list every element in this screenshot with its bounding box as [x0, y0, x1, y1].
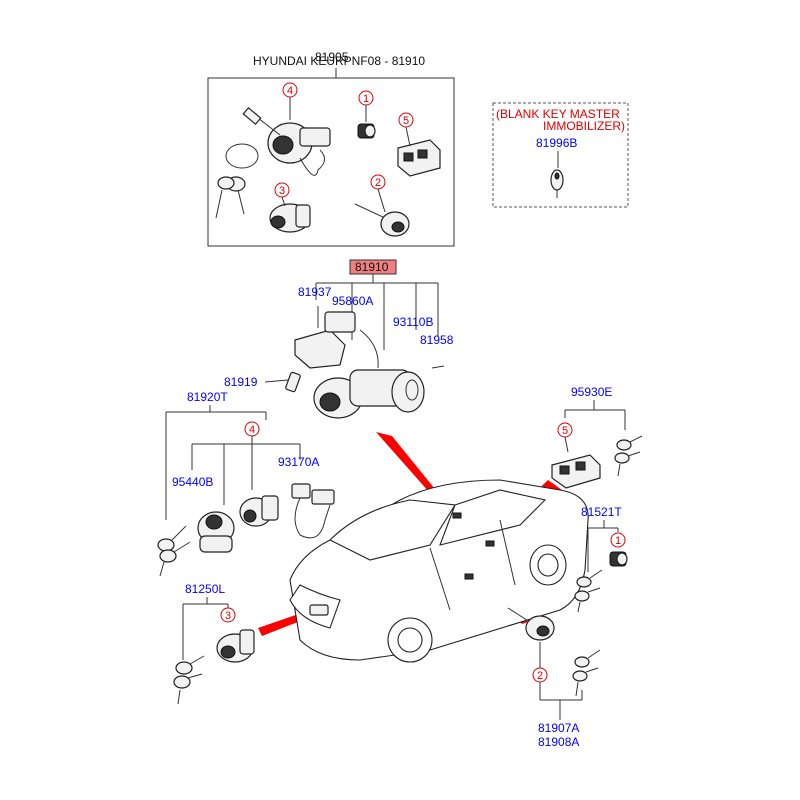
part-label-81907a: 81907A — [538, 721, 579, 735]
page-title: HYUNDAI KEURPNF08 - 81910 — [253, 54, 425, 68]
keys-right-top — [614, 435, 643, 477]
part-label-81908a: 81908A — [538, 735, 579, 749]
keys-left — [157, 525, 191, 577]
callout-4-left: 4 — [249, 424, 255, 436]
part-label-93110b: 93110B — [393, 315, 433, 329]
blank-key-icon — [550, 169, 564, 198]
callout-3-bottom: 3 — [225, 610, 231, 622]
part-label-81937: 81937 — [298, 285, 332, 299]
kit-switch-block — [397, 139, 441, 177]
part-label-81996b: 81996B — [536, 136, 577, 150]
callout-4-kit: 4 — [287, 85, 293, 97]
main-assembly-label: 81910 — [355, 260, 389, 274]
callout-1-kit: 1 — [363, 93, 369, 105]
callout-5-kit: 5 — [403, 115, 409, 127]
door-cylinder-right — [609, 551, 628, 567]
callout-1-right: 1 — [615, 535, 621, 547]
immobilizer-title-line1: (BLANK KEY MASTER — [496, 107, 620, 121]
part-label-93170a: 93170A — [278, 455, 319, 469]
part-label-95440b: 95440B — [172, 475, 213, 489]
part-label-81920t: 81920T — [187, 390, 228, 404]
kit-door-cylinder-small — [357, 123, 376, 139]
wiring-harness-left — [291, 483, 335, 539]
part-label-81250l: 81250L — [185, 582, 225, 596]
callout-2-kit: 2 — [375, 177, 381, 189]
kit-box — [207, 77, 455, 247]
callout-2-bottom: 2 — [537, 670, 543, 682]
keys-right-mid — [574, 569, 603, 613]
keys-bottom-left — [173, 655, 205, 705]
part-label-81919: 81919 — [224, 375, 258, 389]
trunk-lock-bottom — [216, 629, 255, 663]
kit-trunk-lock — [269, 203, 311, 233]
part-label-81958: 81958 — [420, 333, 454, 347]
ignition-switch-assembly — [285, 306, 445, 419]
callout-5-right: 5 — [562, 425, 568, 437]
overlap-code: 81905 — [315, 50, 349, 64]
part-label-81521t: 81521T — [581, 505, 622, 519]
keys-bottom-right — [572, 649, 601, 697]
door-switch-block-right — [551, 454, 601, 489]
immobilizer-title-line2: IMMOBILIZER) — [543, 119, 625, 133]
part-label-95930e: 95930E — [571, 385, 612, 399]
kit-door-lock — [354, 203, 410, 237]
callout-3-kit: 3 — [279, 185, 285, 197]
door-lock-bottom — [507, 607, 555, 641]
ignition-switch-left — [239, 495, 279, 527]
kit-ignition-lock — [215, 106, 331, 219]
ignition-cylinder-left — [197, 511, 235, 553]
car-illustration — [289, 479, 589, 663]
immobilizer-box — [492, 102, 629, 208]
part-label-95860a: 95860A — [332, 294, 373, 308]
